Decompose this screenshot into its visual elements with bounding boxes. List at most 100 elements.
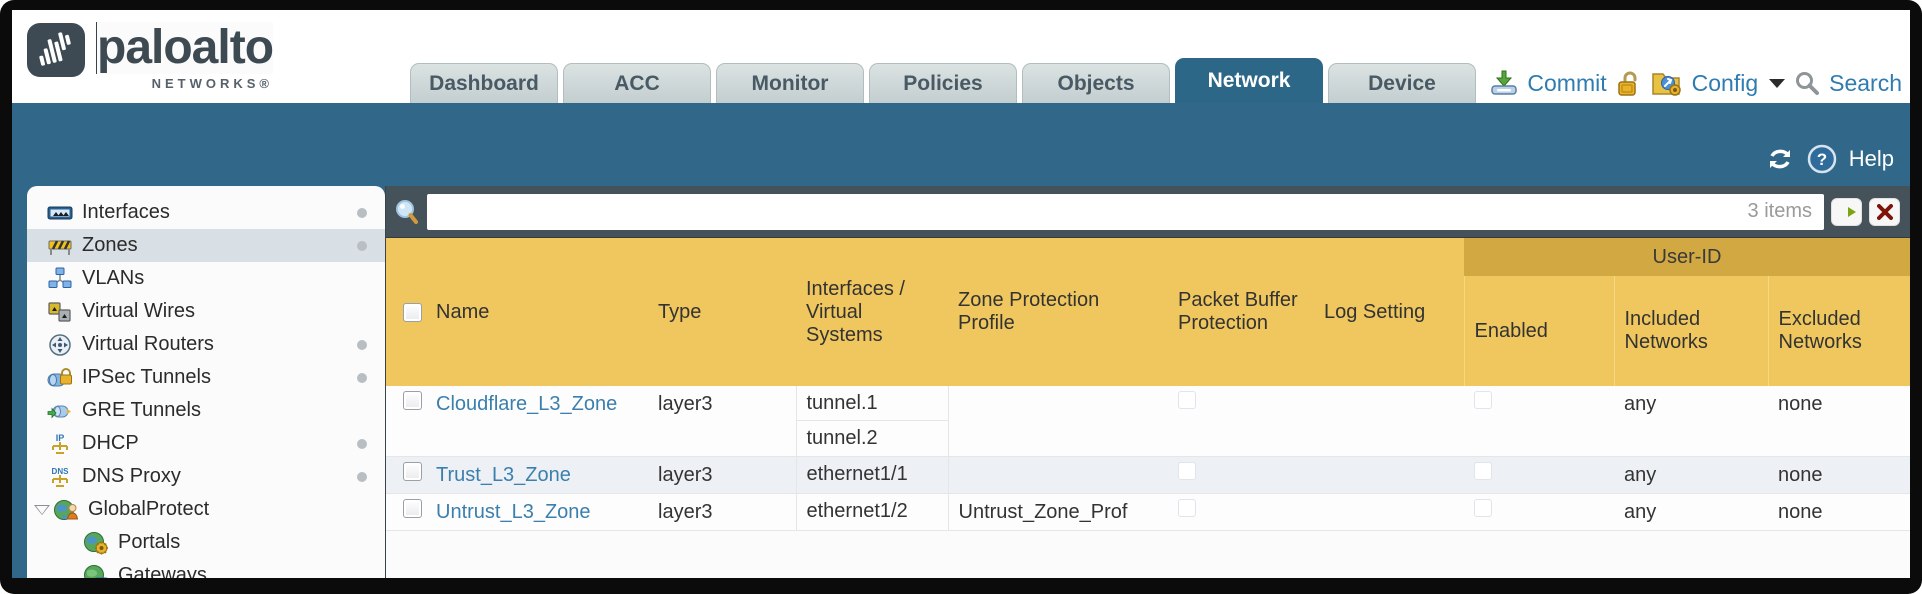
refresh-icon[interactable] (1765, 145, 1795, 173)
sidebar-item-gre-tunnels[interactable]: GRE Tunnels (27, 394, 385, 427)
zone-name-link[interactable]: Trust_L3_Zone (436, 464, 571, 486)
sidebar-item-label: Portals (118, 531, 181, 553)
sidebar-item-vlans[interactable]: VLANs (27, 262, 385, 295)
sidebar-item-label: Zones (82, 234, 138, 256)
col-header-type[interactable]: Type (648, 238, 796, 386)
paloalto-logo-icon (27, 23, 85, 77)
col-header-zone-protection-profile[interactable]: Zone Protection Profile (948, 238, 1168, 386)
col-header-name[interactable]: Name (426, 238, 648, 386)
sidebar-item-ipsec-tunnels[interactable]: IPSec Tunnels (27, 361, 385, 394)
tab-acc[interactable]: ACC (563, 63, 711, 103)
expand-triangle-icon[interactable] (34, 504, 50, 515)
logo-networks-text: NETWORKS® (151, 76, 274, 91)
packet-buffer-protection-checkbox[interactable] (1178, 462, 1196, 480)
log-setting (1314, 494, 1464, 531)
sidebar-item-label: Interfaces (82, 201, 170, 223)
status-dot (357, 438, 367, 449)
filter-search-icon (396, 199, 418, 224)
interface-item[interactable]: tunnel.2 (806, 427, 878, 449)
included-networks: any (1624, 501, 1657, 523)
col-header-enabled[interactable]: Enabled (1463, 276, 1614, 386)
tab-objects[interactable]: Objects (1022, 63, 1170, 103)
interface-item[interactable]: ethernet1/2 (806, 500, 908, 522)
sidebar-item-label: GRE Tunnels (82, 399, 201, 421)
col-header-log-setting[interactable]: Log Setting (1314, 238, 1464, 386)
zone-name-link[interactable]: Untrust_L3_Zone (436, 501, 591, 523)
sidebar-item-gateways[interactable]: Gateways (27, 559, 385, 578)
zones-icon (48, 239, 72, 255)
main-nav-tabs: Dashboard ACC Monitor Policies Objects N… (410, 58, 1476, 103)
dns-proxy-icon: DNS (52, 467, 69, 487)
sidebar-item-label: Virtual Routers (82, 333, 214, 355)
table-row: Untrust_L3_Zone layer3 ethernet1/2 Untru… (386, 493, 1910, 531)
col-header-interfaces[interactable]: Interfaces / Virtual Systems (796, 238, 948, 386)
sidebar-item-label: GlobalProtect (88, 498, 210, 520)
status-dot (357, 471, 367, 482)
sidebar-item-label: Virtual Wires (82, 300, 195, 322)
tab-monitor[interactable]: Monitor (716, 63, 864, 103)
config-dropdown-caret-icon[interactable] (1769, 78, 1786, 88)
select-all-checkbox[interactable] (403, 302, 422, 322)
top-bar: paloalto NETWORKS® Dashboard ACC Monitor… (12, 10, 1910, 103)
interface-item[interactable]: tunnel.1 (796, 386, 948, 421)
clear-filter-button[interactable] (1869, 197, 1900, 226)
col-header-included-networks[interactable]: Included Networks (1613, 276, 1768, 386)
group-header-user-id: User-ID (1464, 238, 1910, 276)
sidebar-item-globalprotect[interactable]: GlobalProtect (27, 493, 385, 526)
zone-type: layer3 (658, 501, 713, 523)
zone-name-link[interactable]: Cloudflare_L3_Zone (436, 393, 618, 415)
col-header-packet-buffer-protection[interactable]: Packet Buffer Protection (1168, 238, 1314, 386)
help-button[interactable]: Help (1848, 146, 1894, 171)
row-checkbox[interactable] (403, 391, 422, 410)
tab-device[interactable]: Device (1328, 63, 1476, 103)
row-checkbox[interactable] (403, 499, 422, 518)
sidebar-item-zones[interactable]: Zones (27, 229, 385, 262)
zone-protection-profile (948, 386, 1168, 457)
status-dot (357, 339, 367, 350)
apply-filter-button[interactable] (1831, 197, 1862, 226)
interface-item[interactable]: ethernet1/1 (806, 463, 908, 485)
select-all-header (386, 238, 426, 386)
sidebar-item-interfaces[interactable]: Interfaces (27, 196, 385, 229)
search-button[interactable]: Search (1829, 69, 1902, 96)
zone-protection-profile: Untrust_Zone_Prof (958, 501, 1128, 523)
sidebar-item-virtual-wires[interactable]: Virtual Wires (27, 295, 385, 328)
row-checkbox[interactable] (403, 462, 422, 481)
sidebar-item-label: VLANs (82, 267, 145, 289)
packet-buffer-protection-checkbox[interactable] (1178, 391, 1196, 409)
help-icon[interactable]: ? (1807, 144, 1837, 174)
col-header-excluded-networks[interactable]: Excluded Networks (1767, 276, 1910, 386)
packet-buffer-protection-checkbox[interactable] (1178, 499, 1196, 517)
tab-dashboard[interactable]: Dashboard (410, 63, 558, 103)
banner: ? Help (12, 103, 1910, 186)
log-setting (1314, 386, 1464, 457)
items-count: 3 items (1747, 200, 1812, 222)
commit-icon[interactable] (1490, 70, 1518, 96)
userid-enabled-checkbox[interactable] (1474, 462, 1492, 480)
sidebar-item-dhcp[interactable]: IP DHCP (27, 427, 385, 460)
table-row: Cloudflare_L3_Zone layer3 tunnel.1 tunne… (386, 386, 1910, 457)
log-setting (1314, 457, 1464, 494)
config-button[interactable]: Config (1691, 69, 1759, 96)
sidebar-item-portals[interactable]: Portals (27, 526, 385, 559)
status-dot (357, 372, 367, 383)
zone-interfaces: ethernet1/1 (795, 456, 949, 494)
sidebar-item-virtual-routers[interactable]: Virtual Routers (27, 328, 385, 361)
userid-enabled-checkbox[interactable] (1474, 391, 1492, 409)
vlans-icon (48, 267, 72, 288)
sidebar-item-dns-proxy[interactable]: DNS DNS Proxy (27, 460, 385, 493)
tab-network[interactable]: Network (1175, 58, 1323, 103)
filter-input[interactable] (427, 196, 1748, 227)
search-icon[interactable] (1794, 70, 1820, 96)
commit-button[interactable]: Commit (1527, 69, 1607, 96)
table-empty-area (386, 531, 1910, 578)
status-dot (357, 207, 367, 218)
lock-icon[interactable] (1616, 70, 1642, 97)
tab-policies[interactable]: Policies (869, 63, 1017, 103)
zone-protection-profile (948, 457, 1168, 494)
config-icon[interactable] (1651, 69, 1683, 97)
red-x-icon (1876, 203, 1893, 220)
userid-enabled-checkbox[interactable] (1474, 499, 1492, 517)
sidebar-item-label: IPSec Tunnels (82, 366, 211, 388)
